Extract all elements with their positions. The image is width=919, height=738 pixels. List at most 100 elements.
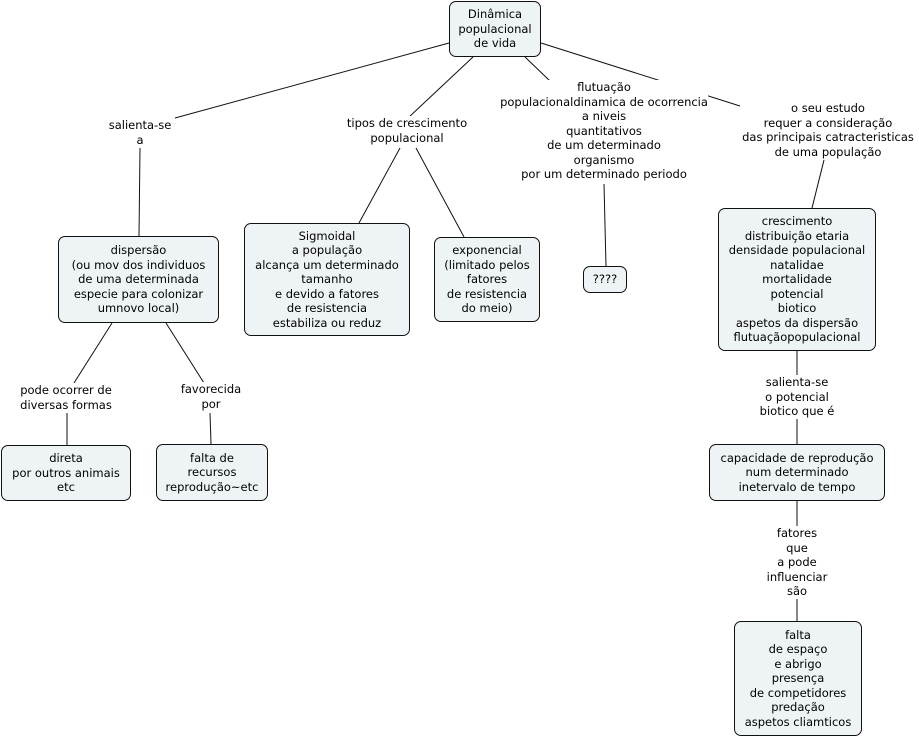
- text-line: salienta-se: [765, 375, 829, 389]
- text-line: reprodução~etc: [165, 479, 259, 494]
- text-line: requer a consideração: [763, 115, 893, 130]
- text-line: num determinado: [745, 465, 849, 480]
- text-line: são: [786, 584, 808, 598]
- link-root-salienta: [174, 42, 450, 119]
- text-line: o seu estudo: [791, 101, 865, 115]
- text-line: quantitativos: [566, 123, 642, 138]
- text-line: estabiliza ou reduz: [272, 315, 382, 330]
- text-line: populacionaldinamica de ocorrencia: [500, 94, 708, 109]
- text-line: fatores: [776, 526, 818, 540]
- text-line: de vida: [473, 36, 517, 51]
- text-line: por outros animais: [12, 465, 120, 480]
- text-line: favorecida: [180, 382, 242, 396]
- text-line: diversas formas: [20, 397, 112, 412]
- text-line: capacidade de reprodução: [720, 450, 874, 465]
- text-line: mortalidade: [762, 272, 832, 287]
- text-line: biotico: [777, 301, 817, 316]
- text-line: potencial: [770, 286, 824, 301]
- text-line: direta: [49, 451, 83, 466]
- text-line: salienta-se: [108, 118, 172, 132]
- node-question[interactable]: ????: [583, 266, 627, 293]
- text-line: recursos: [187, 465, 237, 480]
- text-line: a pode: [777, 555, 817, 569]
- text-line: a niveis: [581, 109, 627, 123]
- text-line: etc: [57, 480, 75, 495]
- text-line: de uma determinada: [78, 272, 199, 287]
- text-line: (ou mov dos individuos: [71, 257, 206, 272]
- text-line: e abrigo: [774, 656, 822, 671]
- text-line: alcança um determinado: [255, 257, 399, 272]
- text-line: aspetos da dispersão: [735, 315, 859, 330]
- text-line: de um determinado: [547, 138, 661, 152]
- text-line: e devido a fatores: [275, 286, 379, 301]
- text-line: populacional: [370, 130, 444, 145]
- link-flutuacao-question: [603, 183, 607, 267]
- text-line: predação: [771, 700, 825, 715]
- text-line: influenciar: [766, 569, 828, 584]
- text-line: crescimento: [761, 214, 833, 229]
- text-line: natalidae: [770, 257, 824, 272]
- text-line: pode ocorrer de: [20, 383, 112, 397]
- text-line: tamanho: [301, 272, 353, 287]
- text-line: por um determinado periodo: [521, 167, 687, 181]
- link-salienta-dispersao: [138, 147, 141, 237]
- text-line: a população: [291, 243, 363, 258]
- text-line: falta: [785, 627, 811, 642]
- link-favorecida-falta: [209, 412, 212, 445]
- link-dispersao-pode: [73, 322, 113, 384]
- text-line: especie para colonizar: [73, 286, 204, 301]
- text-line: por: [201, 396, 221, 411]
- text-line: a: [136, 132, 144, 147]
- text-line: distribuição etaria: [744, 228, 850, 243]
- link-dispersao-favorecida: [165, 322, 205, 384]
- text-line: de competidores: [749, 685, 847, 700]
- text-line: inetervalo de tempo: [738, 479, 856, 494]
- text-line: fatores: [466, 272, 508, 287]
- link-estudo-caracteristicas: [811, 159, 825, 209]
- text-line: (limitado pelos: [444, 257, 530, 272]
- text-line: populacional: [458, 21, 532, 36]
- link-root-flutuacao: [524, 56, 551, 82]
- text-line: Sigmoidal: [298, 228, 356, 243]
- text-line: tipos de crescimento: [346, 116, 468, 130]
- text-line: de uma população: [774, 144, 882, 159]
- text-line: o potencial: [765, 389, 829, 404]
- text-line: Dinâmica: [467, 7, 523, 22]
- text-line: densidade populacional: [728, 243, 866, 258]
- link-root-tipos: [407, 56, 474, 119]
- text-line: das principais catracteristicas: [742, 130, 914, 144]
- text-line: biotico que é: [759, 404, 835, 418]
- text-line: do meio): [461, 301, 513, 316]
- text-line: falta de: [190, 450, 234, 465]
- link-tipos-exponencial: [415, 147, 465, 238]
- text-line: ????: [592, 272, 618, 287]
- text-line: exponencial: [452, 243, 522, 258]
- text-line: de resistencia: [286, 301, 368, 316]
- text-line: dispersão: [110, 243, 167, 258]
- text-line: de resistencia: [446, 286, 528, 301]
- text-line: presença: [771, 671, 825, 686]
- text-line: flutuação: [577, 80, 631, 94]
- text-line: aspetos cliamticos: [744, 714, 852, 729]
- text-line: flutuaçãopopulacional: [733, 330, 861, 345]
- text-line: de espaço: [768, 642, 828, 657]
- text-line: umnovo local): [97, 301, 180, 316]
